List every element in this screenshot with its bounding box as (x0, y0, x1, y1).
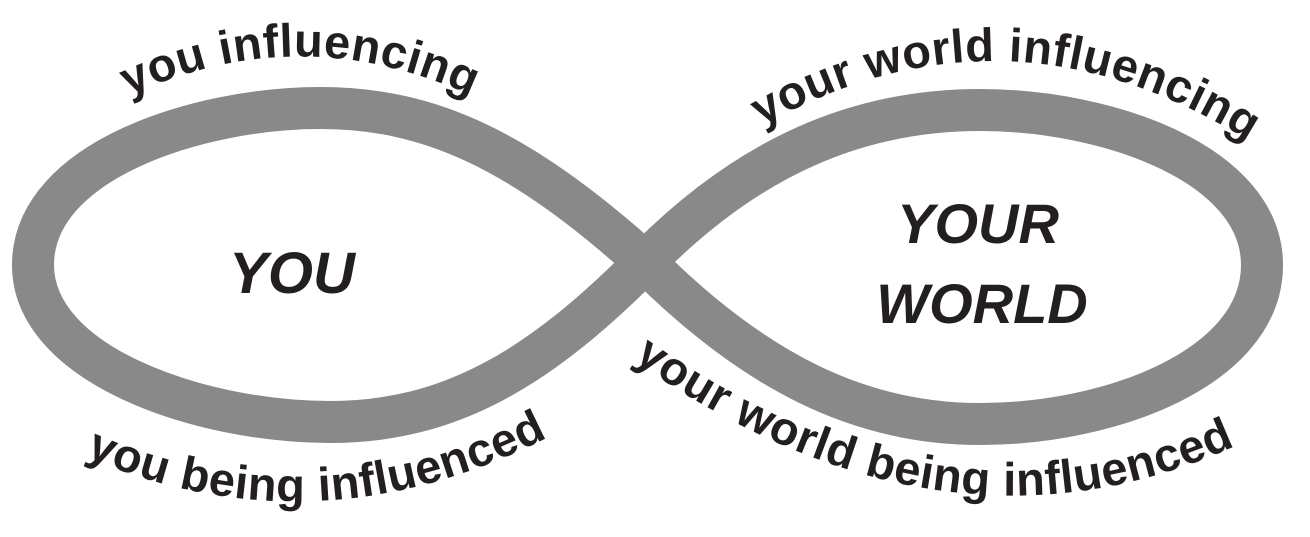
left-loop-center-label: YOU (229, 241, 357, 306)
right-loop-center-label-line2: WORLD (876, 272, 1088, 335)
right-loop-center-label-line1: YOUR (897, 192, 1059, 255)
infinity-curve (12, 87, 1283, 445)
